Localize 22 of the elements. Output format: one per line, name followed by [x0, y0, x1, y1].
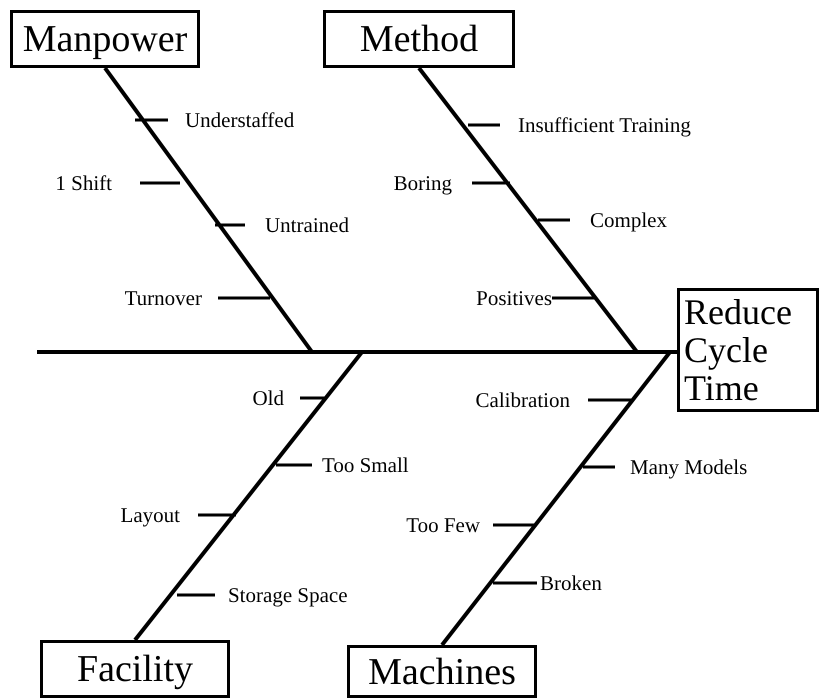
cause-label: Old [252, 384, 284, 412]
cause-label: Understaffed [185, 106, 294, 134]
cause-label: Positives [476, 284, 552, 312]
cause-label: Turnover [124, 284, 202, 312]
category-box: Method [323, 10, 515, 68]
cause-label: Broken [540, 570, 602, 596]
category-box: Facility [40, 640, 230, 698]
cause-label: Many Models [630, 454, 748, 480]
effect-box: Reduce Cycle Time [677, 288, 819, 412]
cause-label: Boring [394, 170, 452, 196]
cause-label: Too Small [322, 452, 409, 478]
cause-label: Calibration [476, 386, 570, 414]
category-box: Manpower [10, 10, 200, 68]
cause-label: Layout [120, 502, 180, 528]
cause-label: Insufficient Training [518, 112, 691, 138]
cause-label: Storage Space [228, 582, 348, 608]
cause-label: 1 Shift [55, 170, 112, 196]
cause-label: Untrained [265, 212, 349, 238]
category-box: Machines [347, 645, 537, 698]
cause-label: Too Few [406, 512, 480, 538]
cause-label: Complex [590, 206, 667, 234]
fishbone-line [440, 350, 677, 646]
